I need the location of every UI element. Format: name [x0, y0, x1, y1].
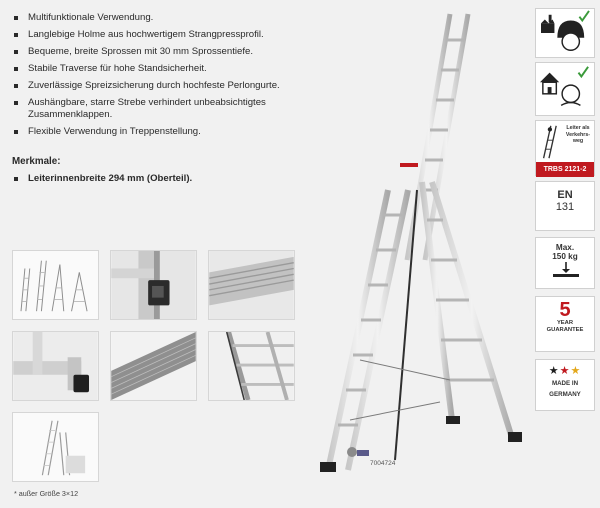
- thumb-foot-detail[interactable]: [12, 331, 99, 401]
- thumb-strap-detail[interactable]: [110, 331, 197, 401]
- strap-detail-icon: [111, 332, 196, 400]
- feature-list: Multifunktionale Verwendung. Langlebige …: [12, 12, 342, 143]
- guarantee-years: 5: [559, 299, 571, 321]
- german-flag-stars-icon: ★★★: [548, 365, 582, 377]
- en-131-badge: EN 131: [535, 181, 595, 231]
- feature-item: Bequeme, breite Sprossen mit 30 mm Spros…: [12, 46, 342, 58]
- ladder-illustration: [300, 0, 540, 475]
- feature-item: Zuverlässige Spreizsicherung durch hochf…: [12, 80, 342, 92]
- trbs-label: Leiter als Verkehrs-weg: [565, 125, 591, 144]
- made-in-label: MADE IN: [551, 380, 579, 387]
- ladder-configurations-icon: [20, 260, 88, 312]
- trbs-badge: Leiter als Verkehrs-weg TRBS 2121-2: [535, 120, 595, 177]
- max-load-label: Max.: [555, 243, 575, 252]
- max-load-badge: Max. 150 kg: [535, 237, 595, 289]
- guarantee-label: GUARANTEE: [546, 327, 584, 333]
- profile-detail-icon: [111, 251, 196, 319]
- stair-position-icon: [13, 413, 98, 481]
- merkmale-title: Merkmale:: [12, 156, 61, 167]
- thumb-profile-detail[interactable]: [110, 250, 197, 320]
- made-in-germany-badge: ★★★ MADE IN GERMANY: [535, 359, 595, 411]
- professional-use-badge: [535, 8, 595, 58]
- thumb-strut-detail[interactable]: [208, 331, 295, 401]
- factory-worker-check-icon: [541, 10, 590, 51]
- en-number: 131: [555, 201, 575, 213]
- article-number: 7004724: [370, 460, 396, 467]
- footnote: * außer Größe 3×12: [14, 489, 79, 498]
- thumb-ladder-configurations[interactable]: [12, 250, 99, 320]
- guarantee-label-year: YEAR: [556, 320, 574, 326]
- load-arrow-icon: [553, 262, 579, 277]
- merkmale-item: Leiterinnenbreite 294 mm (Oberteil).: [12, 173, 192, 184]
- strut-detail-icon: [209, 332, 294, 400]
- home-use-badge: [535, 62, 595, 116]
- foot-detail-icon: [13, 332, 98, 400]
- feature-item: Langlebige Holme aus hochwertigem Strang…: [12, 29, 342, 41]
- house-person-check-icon: [539, 66, 589, 106]
- merkmale-list: Leiterinnenbreite 294 mm (Oberteil).: [12, 173, 192, 184]
- thumb-rung-detail[interactable]: [208, 250, 295, 320]
- thumb-stair-position[interactable]: [12, 412, 99, 482]
- trbs-code: TRBS 2121-2: [536, 162, 594, 177]
- max-load-value: 150 kg: [552, 252, 578, 261]
- rung-detail-icon: [209, 251, 294, 319]
- feature-item: Aushängbare, starre Strebe verhindert un…: [12, 97, 342, 121]
- feature-item: Flexible Verwendung in Treppenstellung.: [12, 126, 342, 138]
- combination-ladder-icon: [320, 13, 522, 472]
- feature-item: Multifunktionale Verwendung.: [12, 12, 342, 24]
- feature-item: Stabile Traverse für hohe Standsicherhei…: [12, 63, 342, 75]
- ladder-walkway-icon: [542, 125, 557, 159]
- made-in-country: GERMANY: [549, 391, 581, 398]
- en-label: EN: [557, 189, 573, 201]
- guarantee-badge: 5 YEAR GUARANTEE: [535, 296, 595, 352]
